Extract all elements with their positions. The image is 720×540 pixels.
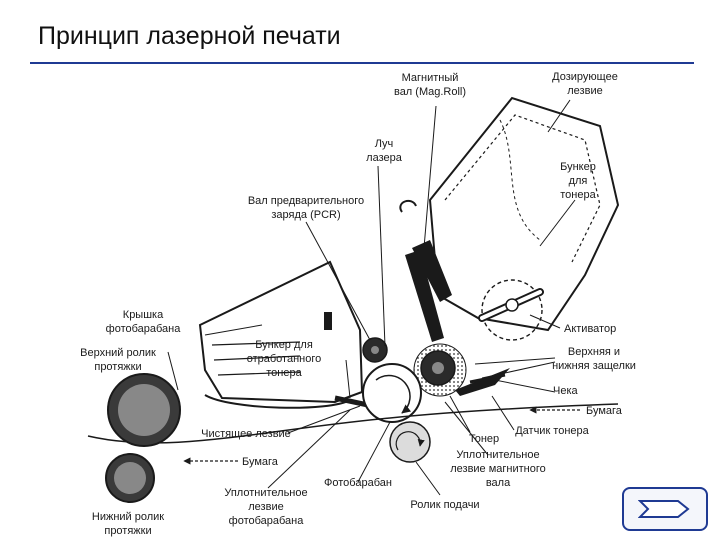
upper-roller-core: [118, 384, 170, 436]
chevron-right-icon: [638, 500, 690, 518]
lower-roller-core: [114, 462, 146, 494]
next-slide-button[interactable]: [622, 487, 708, 531]
label-toner: Тонер: [469, 433, 499, 445]
label-activator: Активатор: [564, 323, 616, 335]
cleaning-blade-shape: [334, 395, 369, 408]
magroll-arm-shape: [412, 240, 452, 302]
doctor-blade-shape: [405, 250, 444, 342]
paper-path: [87, 403, 619, 444]
drum-rotation-arrow: [375, 374, 412, 414]
pcr-bracket-shape: [324, 312, 332, 330]
waste-hopper-shape: [198, 260, 364, 404]
label-paper-in: Бумага: [586, 405, 623, 417]
page-title: Принцип лазерной печати: [38, 22, 341, 50]
title-underline: [30, 62, 694, 64]
label-toner-sensor: Датчик тонера: [515, 425, 589, 437]
leader-lines: [167, 99, 576, 496]
pcr-roller-hub: [371, 346, 379, 354]
magnetic-roll-hub: [432, 362, 444, 374]
clip-shape: [399, 199, 417, 213]
label-paper-out: Бумага: [242, 456, 279, 468]
label-photodrum: Фотобарабан: [324, 477, 392, 489]
label-pin: Чека: [553, 385, 579, 397]
activator-shape: [478, 279, 544, 341]
pin-shape: [469, 373, 506, 384]
drum-cover-shape: [204, 394, 351, 409]
feed-roller-arrow: [395, 431, 425, 451]
feed-roller-shape: [389, 421, 431, 463]
label-feed-roller: Ролик подачи: [410, 499, 479, 511]
label-cleaning-blade: Чистящее лезвие: [201, 428, 291, 440]
toner-hopper-shape: [428, 96, 620, 332]
photodrum-shape: [362, 363, 422, 423]
